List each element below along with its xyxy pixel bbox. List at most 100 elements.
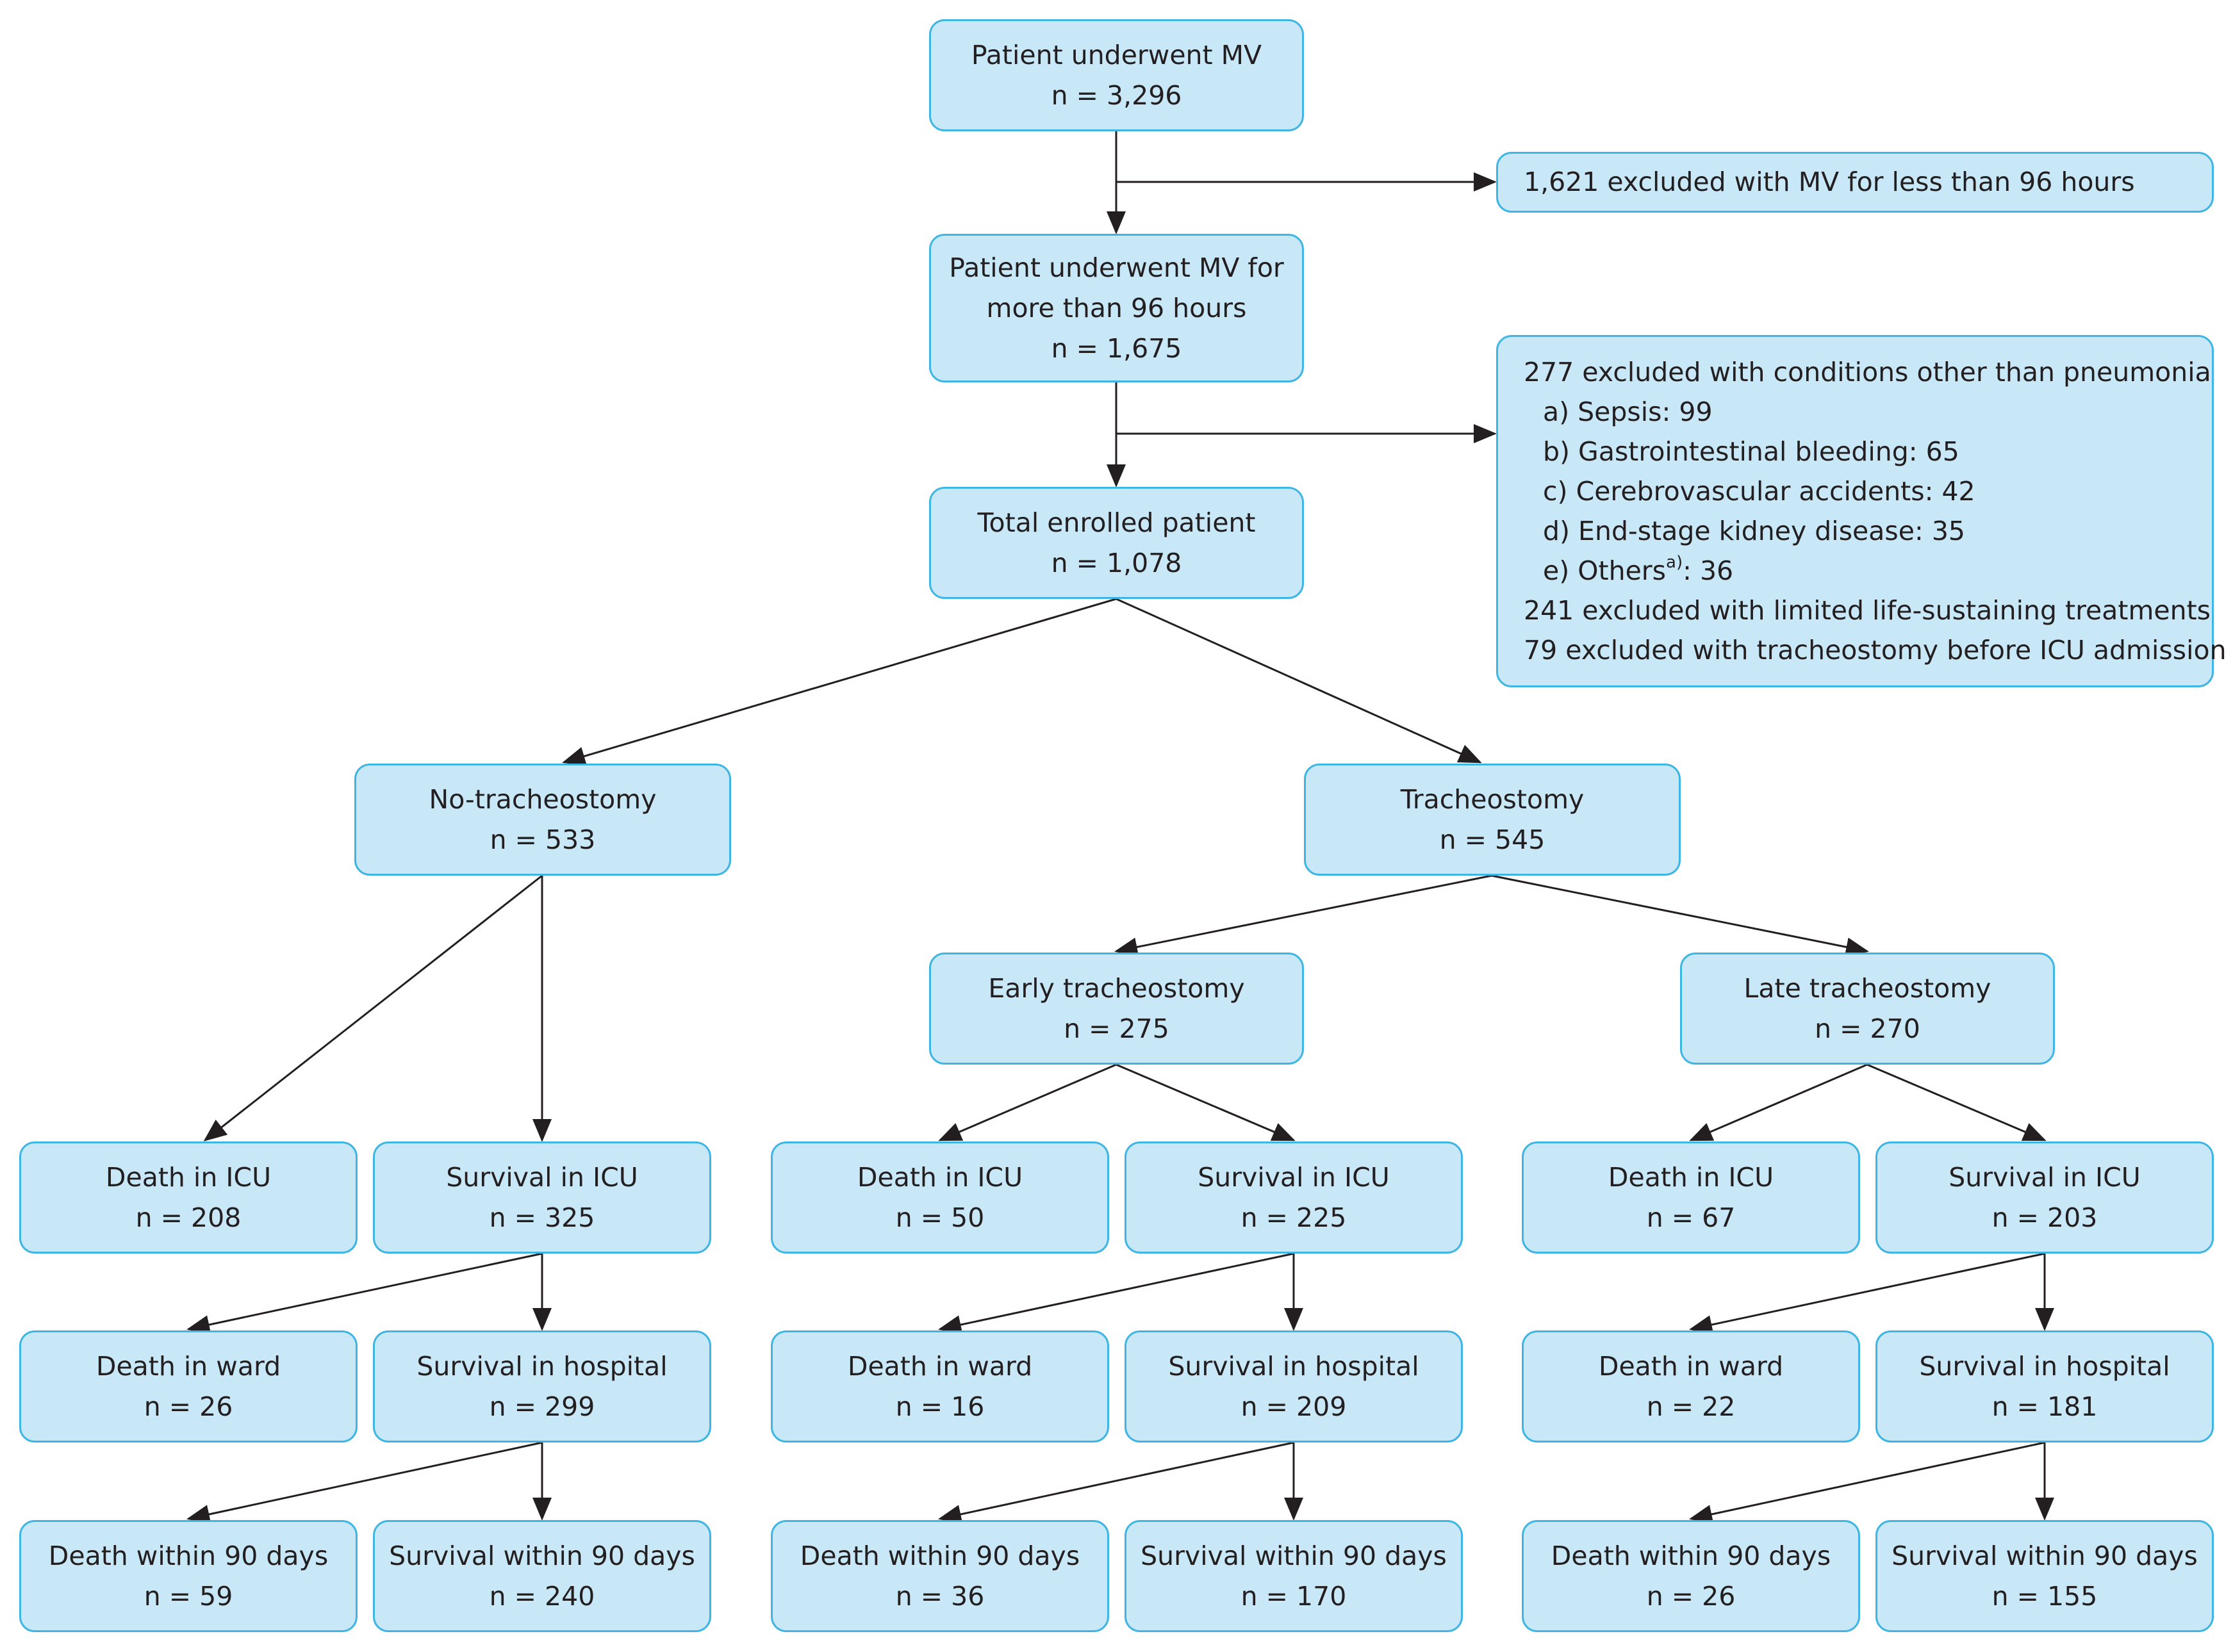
node-label: Death within 90 days bbox=[48, 1540, 329, 1571]
exclusion-item-gi-bleeding: b) Gastrointestinal bleeding: 65 bbox=[1543, 436, 1959, 467]
node-count: n = 36 bbox=[895, 1580, 985, 1612]
others-prefix: e) Others bbox=[1543, 555, 1667, 586]
arrow-late-to-survival-icu bbox=[1866, 1063, 2047, 1141]
node-count: n = 16 bbox=[895, 1391, 985, 1422]
node-count: n = 22 bbox=[1646, 1391, 1736, 1422]
node-late-survival-icu: Survival in ICU n = 203 bbox=[1875, 1141, 2214, 1254]
arrow-trach-to-early bbox=[1114, 874, 1492, 957]
others-footnote-mark: a) bbox=[1666, 553, 1683, 573]
node-label-line-1: Patient underwent MV for bbox=[949, 252, 1284, 283]
node-label: Tracheostomy bbox=[1400, 783, 1585, 815]
exclusion-item-eskd: d) End-stage kidney disease: 35 bbox=[1543, 516, 1966, 546]
node-excluded-conditions: 277 excluded with conditions other than … bbox=[1496, 335, 2227, 687]
node-label-line-2: more than 96 hours bbox=[986, 292, 1247, 323]
arrow-early-survival-hospital-to-death-90d bbox=[938, 1441, 1294, 1524]
node-label: Death in ward bbox=[847, 1350, 1033, 1382]
exclusion-header: 277 excluded with conditions other than … bbox=[1524, 357, 2211, 388]
node-count: n = 170 bbox=[1240, 1580, 1347, 1612]
node-early-survival-90d: Survival within 90 days n = 170 bbox=[1125, 1520, 1463, 1632]
node-label: Survival in ICU bbox=[1198, 1161, 1390, 1193]
node-count: n = 26 bbox=[1646, 1580, 1736, 1612]
node-count: n = 181 bbox=[1991, 1391, 2098, 1422]
node-late-survival-hospital: Survival in hospital n = 181 bbox=[1875, 1330, 2214, 1443]
node-late-survival-90d: Survival within 90 days n = 155 bbox=[1875, 1520, 2214, 1632]
node-count: n = 225 bbox=[1240, 1202, 1347, 1233]
node-label: Survival in ICU bbox=[446, 1161, 638, 1193]
node-no-tracheostomy: No-tracheostomy n = 533 bbox=[354, 764, 731, 876]
node-late-death-icu: Death in ICU n = 67 bbox=[1522, 1141, 1860, 1254]
node-label: Survival in hospital bbox=[1168, 1350, 1419, 1382]
node-count: n = 533 bbox=[490, 824, 596, 855]
node-label: Survival in hospital bbox=[416, 1350, 668, 1382]
node-label: Death in ICU bbox=[857, 1161, 1023, 1193]
node-label: Death in ICU bbox=[1608, 1161, 1774, 1193]
node-early-death-icu: Death in ICU n = 50 bbox=[771, 1141, 1109, 1254]
exclusion-footer-lst: 241 excluded with limited life-sustainin… bbox=[1524, 595, 2211, 626]
node-label: Survival in hospital bbox=[1919, 1350, 2170, 1382]
node-count: n = 67 bbox=[1646, 1202, 1736, 1233]
node-count: n = 155 bbox=[1991, 1580, 2098, 1612]
node-late-death-90d: Death within 90 days n = 26 bbox=[1522, 1520, 1860, 1632]
node-no-trach-death-90d: Death within 90 days n = 59 bbox=[19, 1520, 358, 1632]
node-count: n = 1,078 bbox=[1051, 547, 1182, 578]
node-count: n = 275 bbox=[1064, 1013, 1169, 1044]
node-no-trach-death-ward: Death in ward n = 26 bbox=[19, 1330, 358, 1443]
node-late-tracheostomy: Late tracheostomy n = 270 bbox=[1680, 953, 2055, 1065]
exclusion-item-sepsis: a) Sepsis: 99 bbox=[1543, 397, 1713, 427]
node-early-death-90d: Death within 90 days n = 36 bbox=[771, 1520, 1109, 1632]
node-count: n = 240 bbox=[489, 1580, 595, 1612]
node-label: 1,621 excluded with MV for less than 96 … bbox=[1524, 167, 2135, 197]
node-label: Survival in ICU bbox=[1949, 1161, 2141, 1193]
node-early-tracheostomy: Early tracheostomy n = 275 bbox=[929, 953, 1304, 1065]
node-label: Death in ward bbox=[1598, 1350, 1784, 1382]
node-label: No-tracheostomy bbox=[429, 783, 657, 815]
arrow-no-trach-to-death-icu bbox=[203, 874, 543, 1141]
node-count: n = 26 bbox=[144, 1391, 233, 1422]
node-no-trach-survival-90d: Survival within 90 days n = 240 bbox=[373, 1520, 711, 1632]
node-mv-96h: Patient underwent MV for more than 96 ho… bbox=[929, 234, 1304, 382]
node-count: n = 203 bbox=[1991, 1202, 2098, 1233]
node-count: n = 270 bbox=[1815, 1013, 1920, 1044]
node-label: Survival within 90 days bbox=[389, 1540, 695, 1571]
node-count: n = 3,296 bbox=[1051, 79, 1182, 111]
node-label: Death in ward bbox=[95, 1350, 281, 1382]
exclusion-item-others: e) Othersa): 36 bbox=[1524, 551, 1733, 591]
arrow-early-to-survival-icu bbox=[1116, 1063, 1296, 1141]
node-count: n = 1,675 bbox=[1051, 332, 1182, 364]
arrow-late-survival-icu-to-death-ward bbox=[1689, 1252, 2045, 1334]
arrow-early-survival-icu-to-death-ward bbox=[938, 1252, 1294, 1334]
node-mv-all: Patient underwent MV n = 3,296 bbox=[929, 19, 1304, 131]
arrow-late-survival-hospital-to-death-90d bbox=[1689, 1441, 2045, 1524]
node-count: n = 59 bbox=[144, 1580, 233, 1612]
arrow-no-survival-icu-to-death-ward bbox=[186, 1252, 543, 1334]
arrow-late-to-death-icu bbox=[1689, 1063, 1868, 1141]
node-total-enrolled: Total enrolled patient n = 1,078 bbox=[929, 487, 1304, 599]
node-no-trach-death-icu: Death in ICU n = 208 bbox=[19, 1141, 358, 1254]
node-label: Death within 90 days bbox=[800, 1540, 1080, 1571]
node-count: n = 208 bbox=[135, 1202, 242, 1233]
node-count: n = 325 bbox=[489, 1202, 595, 1233]
exclusion-footer-tracheostomy: 79 excluded with tracheostomy before ICU… bbox=[1524, 635, 2227, 666]
arrow-enrolled-to-trach bbox=[1116, 598, 1482, 764]
node-label: Total enrolled patient bbox=[977, 507, 1256, 538]
arrow-enrolled-to-no-trach bbox=[562, 598, 1117, 766]
exclusion-item-cva: c) Cerebrovascular accidents: 42 bbox=[1543, 476, 1975, 507]
node-early-survival-icu: Survival in ICU n = 225 bbox=[1125, 1141, 1463, 1254]
node-count: n = 209 bbox=[1240, 1391, 1347, 1422]
node-count: n = 50 bbox=[895, 1202, 985, 1233]
node-count: n = 299 bbox=[489, 1391, 595, 1422]
others-suffix: : 36 bbox=[1683, 555, 1734, 586]
node-label: Late tracheostomy bbox=[1743, 972, 1991, 1004]
node-tracheostomy: Tracheostomy n = 545 bbox=[1304, 764, 1681, 876]
node-label: Survival within 90 days bbox=[1141, 1540, 1447, 1571]
node-no-trach-survival-icu: Survival in ICU n = 325 bbox=[373, 1141, 711, 1254]
node-late-death-ward: Death in ward n = 22 bbox=[1522, 1330, 1860, 1443]
node-label: Patient underwent MV bbox=[971, 39, 1262, 70]
node-label: Early tracheostomy bbox=[988, 972, 1245, 1004]
node-excluded-96h: 1,621 excluded with MV for less than 96 … bbox=[1496, 152, 2214, 213]
node-early-survival-hospital: Survival in hospital n = 209 bbox=[1125, 1330, 1463, 1443]
node-label: Death within 90 days bbox=[1551, 1540, 1831, 1571]
node-no-trach-survival-hospital: Survival in hospital n = 299 bbox=[373, 1330, 711, 1443]
node-count: n = 545 bbox=[1439, 824, 1545, 855]
